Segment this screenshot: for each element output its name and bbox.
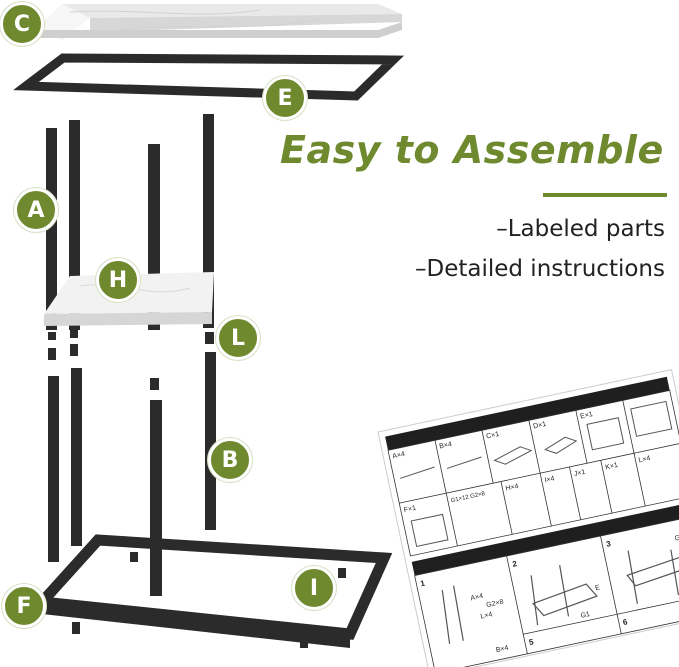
badge-c: C (0, 2, 44, 46)
component-i: I×4 (544, 475, 555, 484)
component-b: B×4 (439, 441, 453, 450)
component-h: H×4 (505, 483, 519, 493)
badge-h: H (96, 258, 140, 302)
step-3: 3 (605, 539, 612, 549)
component-j: J×1 (573, 469, 586, 478)
badge-i: I (292, 566, 336, 610)
instruction-sheet: COMPONENT LIST: A×4 B×4 C×1 D×1 E×1 (377, 369, 679, 667)
headline-underline (543, 193, 667, 197)
top-frame-e (13, 53, 405, 101)
connectors-l (48, 330, 214, 390)
feature-labeled-parts: –Labeled parts (496, 216, 665, 242)
step-label-e: E (595, 584, 601, 592)
step-label-g1-2: G1 (674, 534, 679, 543)
component-c: C×1 (486, 431, 500, 441)
headline: Easy to Assemble (280, 128, 664, 172)
step-label-g1: G1 (580, 611, 591, 620)
component-l: L×4 (638, 455, 651, 464)
component-a: A×4 (392, 451, 406, 460)
badge-e: E (263, 76, 307, 120)
step-6: 6 (622, 617, 629, 627)
step-1: 1 (420, 579, 427, 589)
component-e: E×1 (580, 411, 594, 420)
step-5: 5 (528, 637, 535, 647)
component-f: F×1 (403, 505, 417, 514)
step-label-b: B×4 (495, 645, 509, 654)
step-label-a: A×4 (470, 593, 484, 602)
badge-a: A (14, 188, 58, 232)
component-d: D×1 (533, 421, 547, 431)
badge-l: L (216, 316, 260, 360)
step-label-g2: G2×8 (486, 599, 505, 609)
marble-top-c (35, 4, 402, 40)
badge-b: B (208, 438, 252, 482)
bottom-frame-f (30, 534, 393, 648)
component-k: K×1 (605, 462, 619, 471)
step-2: 2 (512, 559, 519, 569)
step-label-l: L×4 (480, 611, 493, 620)
feature-detailed-instructions: –Detailed instructions (414, 256, 665, 282)
badge-f: F (2, 584, 46, 628)
